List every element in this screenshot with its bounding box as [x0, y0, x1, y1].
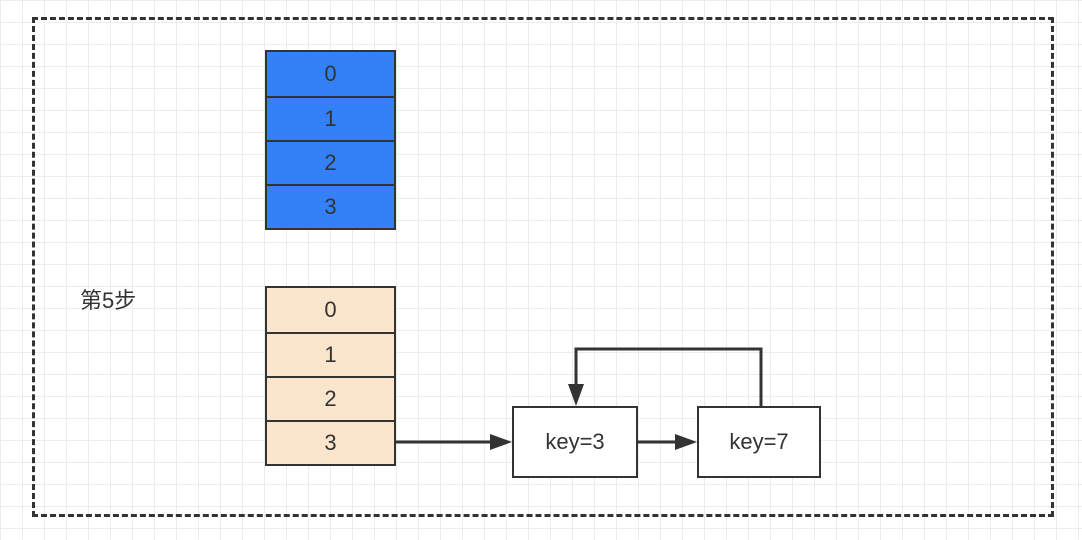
blue-array-cell-2: 2 [267, 140, 394, 184]
step-label: 第5步 [80, 288, 137, 313]
tan-array-cell-3: 3 [267, 420, 394, 464]
arrow-key-7-to-key-3-head [568, 384, 584, 406]
blue-array: 0 1 2 3 [265, 50, 396, 230]
tan-array-cell-0: 0 [267, 288, 394, 332]
tan-array-cell-1: 1 [267, 332, 394, 376]
arrow-key-3-to-key-7-head [675, 434, 697, 450]
arrow-array-to-key-3-head [490, 434, 512, 450]
blue-array-cell-1: 1 [267, 96, 394, 140]
arrow-key-7-to-key-3-line [574, 347, 763, 406]
tan-array-cell-2: 2 [267, 376, 394, 420]
tan-array: 0 1 2 3 [265, 286, 396, 466]
node-key-7: key=7 [697, 406, 821, 478]
dashed-frame [32, 17, 1054, 517]
blue-array-cell-0: 0 [267, 52, 394, 96]
blue-array-cell-3: 3 [267, 184, 394, 228]
node-key-3: key=3 [512, 406, 638, 478]
